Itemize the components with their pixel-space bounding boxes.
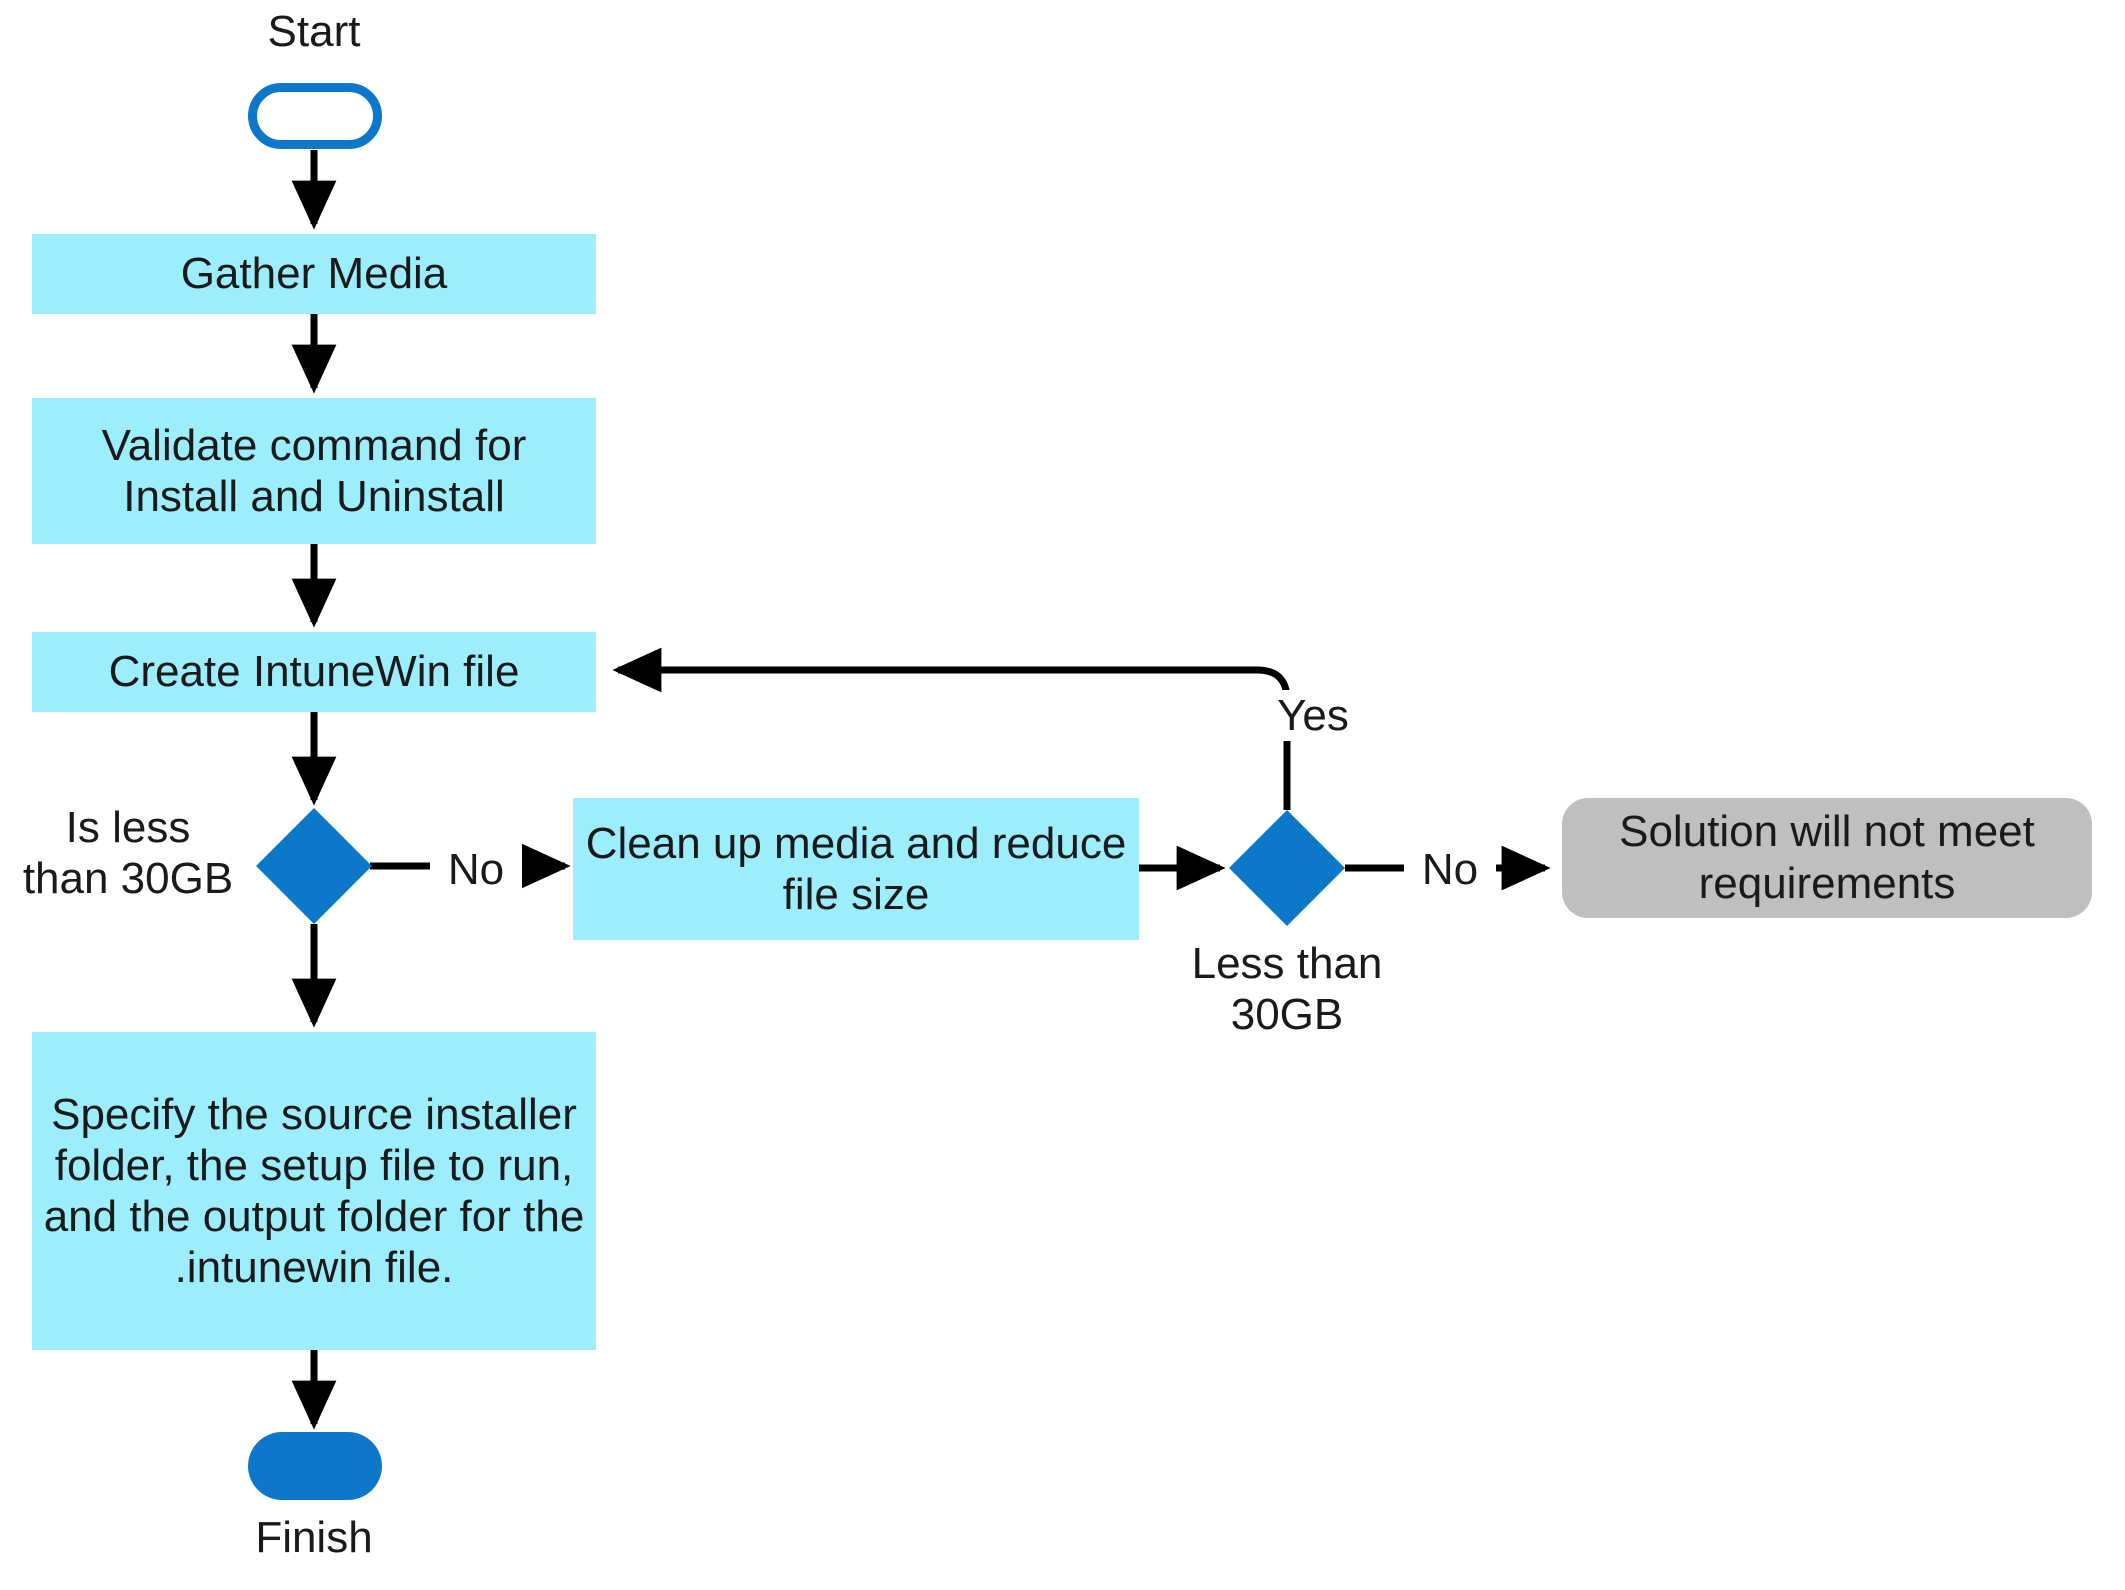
finish-terminal[interactable] <box>248 1432 382 1500</box>
node-validate-command[interactable]: Validate command for Install and Uninsta… <box>32 398 596 544</box>
start-label: Start <box>267 7 361 56</box>
node-gather-media[interactable]: Gather Media <box>32 234 596 314</box>
decision1-no-label: No <box>430 844 522 896</box>
node-decision-is-less-than-30gb[interactable] <box>256 808 372 924</box>
start-terminal[interactable] <box>248 83 382 149</box>
decision2-label: Less than 30GB <box>1191 939 1383 1040</box>
decision1-label: Is less than 30GB <box>22 803 234 904</box>
decision2-no-label: No <box>1404 844 1496 896</box>
node-decision-less-than-30gb[interactable] <box>1229 810 1345 926</box>
node-create-intunewin[interactable]: Create IntuneWin file <box>32 632 596 712</box>
node-cleanup-media[interactable]: Clean up media and reduce file size <box>573 798 1139 940</box>
edge-decision2-yes-loopback <box>612 647 1291 810</box>
node-specify-folders[interactable]: Specify the source installer folder, the… <box>32 1032 596 1350</box>
finish-label: Finish <box>255 1513 373 1562</box>
decision2-yes-label: Yes <box>1247 690 1379 742</box>
node-solution-failure[interactable]: Solution will not meet requirements <box>1562 798 2092 918</box>
